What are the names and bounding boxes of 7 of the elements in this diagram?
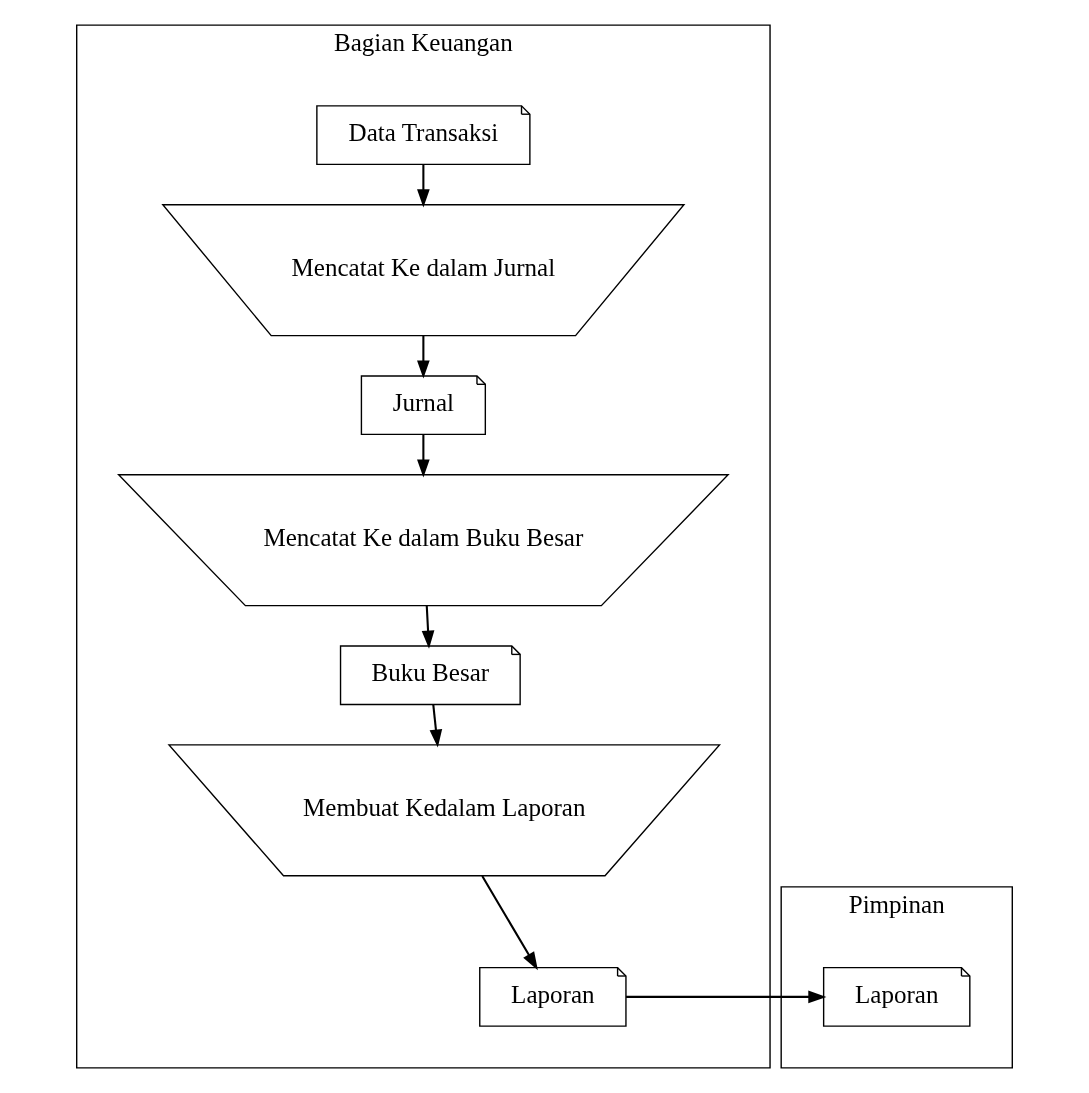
arrow bbox=[417, 335, 430, 379]
arrow bbox=[417, 164, 430, 208]
arrow bbox=[481, 875, 538, 971]
arrow bbox=[626, 990, 827, 1004]
arrow bbox=[421, 605, 435, 649]
arrow bbox=[417, 434, 430, 478]
arrow bbox=[429, 704, 443, 748]
